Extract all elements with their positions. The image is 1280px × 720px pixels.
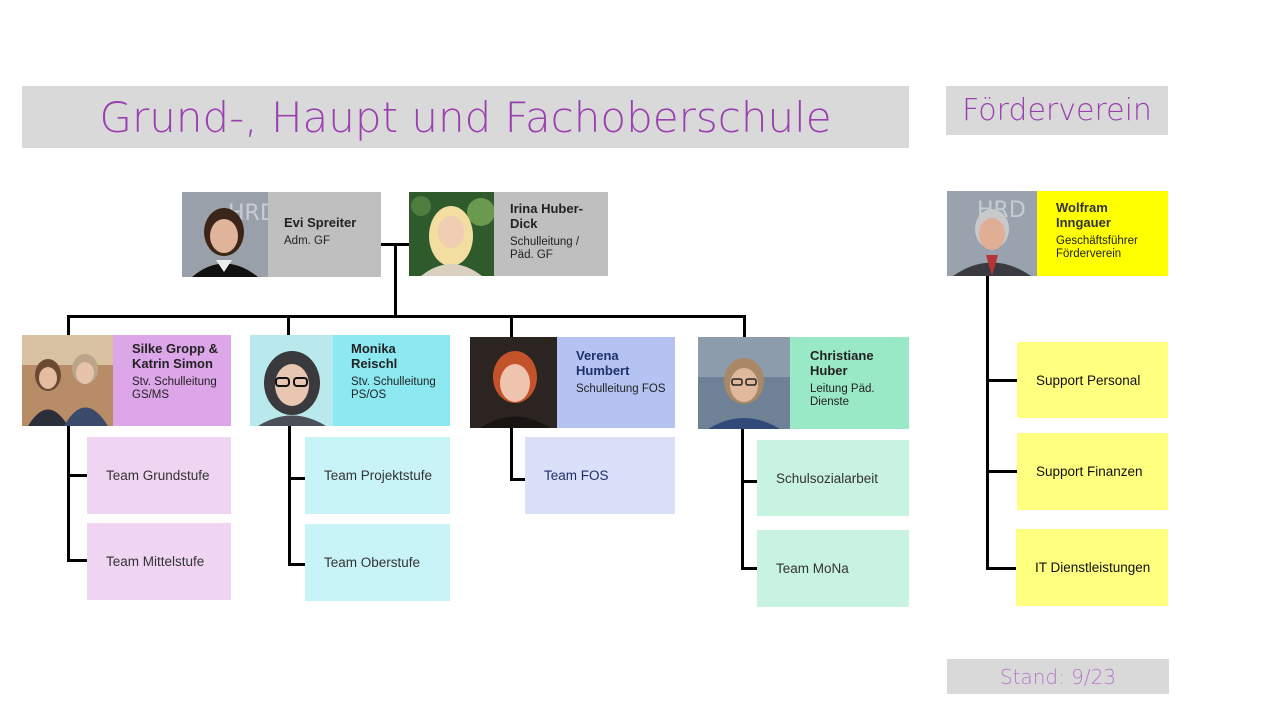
foerderverein-title: Förderverein [946,86,1168,135]
irina-huber-dick-photo [409,192,494,276]
evi-spreiter-photo: HRD [182,192,268,277]
team-fos: Team FOS [525,437,675,514]
team-mona: Team MoNa [757,530,909,607]
wolfram-inngauer-photo: HRD [947,191,1037,276]
monika-reischl-name: Monika Reischl [351,341,398,371]
team-grundstufe: Team Grundstufe [87,437,231,514]
christiane-huber-photo [698,337,790,429]
wolfram-inngauer-name: Wolfram Inngauer [1056,200,1111,230]
gropp-simon-card: Silke Gropp & Katrin Simon Stv. Schullei… [113,335,231,426]
verena-humbert-role: Schulleitung FOS [576,382,666,395]
monika-reischl-photo [250,335,333,426]
monika-reischl-role: Stv. Schulleitung PS/OS [351,375,436,402]
support-finanzen: Support Finanzen [1017,433,1168,510]
christiane-huber-role: Leitung Päd. Dienste [810,382,875,409]
evi-spreiter-name: Evi Spreiter [284,215,357,230]
wolfram-inngauer-card: Wolfram Inngauer Geschäftsführer Förderv… [1037,191,1168,276]
verena-humbert-name: Verena Humbert [576,348,630,378]
verena-humbert-photo [470,337,557,428]
gropp-simon-role: Stv. Schulleitung GS/MS [132,375,217,402]
stand-label: Stand: 9/23 [947,659,1169,694]
team-oberstufe: Team Oberstufe [305,524,450,601]
wolfram-inngauer-role: Geschäftsführer Förderverein [1056,234,1138,261]
gropp-simon-photo [22,335,113,426]
team-schulsozialarbeit: Schulsozialarbeit [757,440,909,516]
school-title: Grund-, Haupt und Fachoberschule [22,86,909,148]
irina-huber-dick-name: Irina Huber-Dick [510,201,583,231]
verena-humbert-card: Verena Humbert Schulleitung FOS [557,337,675,428]
evi-spreiter-role: Adm. GF [284,234,331,247]
team-projektstufe: Team Projektstufe [305,437,450,514]
monika-reischl-card: Monika Reischl Stv. Schulleitung PS/OS [333,335,450,426]
it-dienstleistungen: IT Dienstleistungen [1016,529,1168,606]
evi-spreiter-card: Evi Spreiter Adm. GF [268,192,381,277]
christiane-huber-name: Christiane Huber [810,348,874,378]
gropp-simon-name: Silke Gropp & Katrin Simon [132,341,218,371]
irina-huber-dick-role: Schulleitung / Päd. GF [510,235,580,262]
irina-huber-dick-card: Irina Huber-Dick Schulleitung / Päd. GF [494,192,608,276]
team-mittelstufe: Team Mittelstufe [87,523,231,600]
christiane-huber-card: Christiane Huber Leitung Päd. Dienste [790,337,909,429]
support-personal: Support Personal [1017,342,1168,418]
